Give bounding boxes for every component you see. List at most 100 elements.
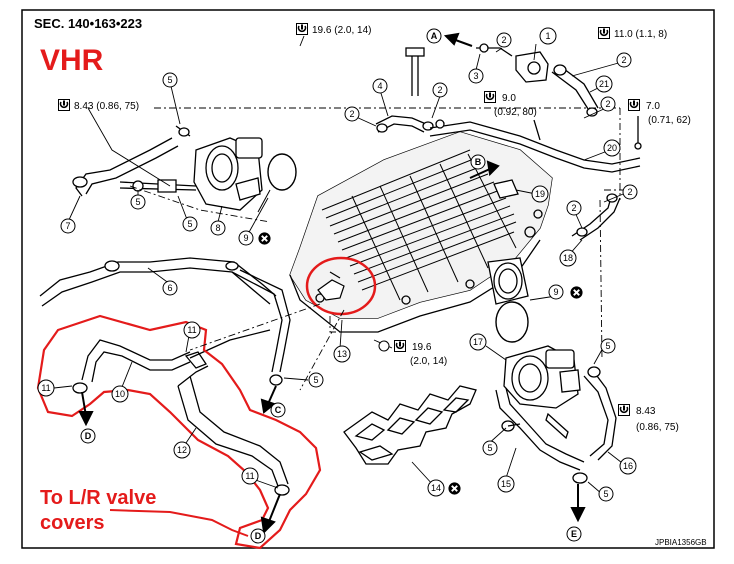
svg-text:C: C [275, 405, 282, 415]
annotation-line-2: covers [40, 512, 105, 534]
gasket-lower [495, 301, 529, 343]
section-label: SEC. 140•163•223 [34, 16, 143, 31]
do-not-reuse-icon [258, 232, 271, 245]
torque-spec-7: 8.43 (0.86, 75) [618, 404, 679, 433]
callout-2: 2 [496, 32, 512, 48]
torque-value: 19.6 (2.0, 14) [312, 25, 371, 36]
svg-text:5: 5 [135, 197, 140, 207]
svg-text:9: 9 [243, 233, 248, 243]
gasket-upper [267, 153, 297, 191]
callout-2: 2 [344, 106, 360, 122]
svg-text:8.43 (0.86, 75): 8.43 (0.86, 75) [74, 101, 139, 112]
callout-5: 5 [182, 216, 198, 232]
svg-text:(2.0, 14): (2.0, 14) [410, 356, 447, 367]
svg-text:5: 5 [603, 489, 608, 499]
svg-text:8.43: 8.43 [636, 406, 656, 417]
svg-text:2: 2 [571, 203, 576, 213]
callout-2: 2 [600, 96, 616, 112]
callout-2: 2 [616, 52, 632, 68]
connector-d: D [250, 528, 266, 544]
svg-text:5: 5 [187, 219, 192, 229]
callout-9: 9 [238, 230, 254, 246]
callout-8: 8 [210, 220, 226, 236]
callout-6: 6 [162, 280, 178, 296]
callout-1: 1 [539, 27, 557, 45]
highlight-circle [305, 256, 377, 316]
callout-5: 5 [600, 338, 616, 354]
callout-20: 20 [603, 139, 621, 157]
svg-text:11: 11 [187, 325, 196, 335]
do-not-reuse-icon [570, 286, 583, 299]
svg-text:1: 1 [545, 31, 550, 41]
callout-7: 7 [60, 218, 76, 234]
callout-16: 16 [619, 457, 637, 475]
annotation-note: To L/R valve covers [40, 486, 156, 536]
manifold-outlet [487, 257, 529, 305]
torque-spec-4: 9.0 (0.92, 80) [484, 91, 537, 118]
callout-14: 14 [427, 479, 445, 497]
callout-15: 15 [497, 475, 515, 493]
annotation-line-1: To L/R valve [40, 487, 157, 509]
svg-text:18: 18 [563, 253, 573, 263]
svg-text:5: 5 [605, 341, 610, 351]
connector-e: E [566, 526, 582, 542]
svg-text:12: 12 [177, 445, 187, 455]
connector-d: D [80, 428, 96, 444]
figure-border [21, 9, 715, 549]
svg-text:2: 2 [437, 85, 442, 95]
callout-9: 9 [548, 284, 564, 300]
callout-21: 21 [595, 75, 613, 93]
callout-12: 12 [173, 441, 191, 459]
svg-text:2: 2 [349, 109, 354, 119]
svg-text:5: 5 [313, 375, 318, 385]
svg-text:15: 15 [501, 479, 511, 489]
callout-19: 19 [531, 185, 549, 203]
callout-5: 5 [162, 72, 178, 88]
svg-text:(0.92, 80): (0.92, 80) [494, 107, 537, 118]
svg-text:2: 2 [605, 99, 610, 109]
svg-text:7.0: 7.0 [646, 101, 660, 112]
callout-11: 11 [183, 321, 201, 339]
svg-text:21: 21 [599, 79, 609, 89]
svg-text:17: 17 [473, 337, 483, 347]
svg-text:20: 20 [607, 143, 617, 153]
torque-spec-6: 19.6 (2.0, 14) [378, 340, 447, 367]
svg-text:9: 9 [553, 287, 558, 297]
svg-text:2: 2 [627, 187, 632, 197]
callout-2: 2 [566, 200, 582, 216]
callout-5: 5 [130, 194, 146, 210]
direction-arrows [78, 32, 586, 535]
intake-manifold [289, 131, 553, 333]
svg-text:E: E [571, 529, 577, 539]
callout-3: 3 [468, 68, 484, 84]
svg-text:3: 3 [473, 71, 478, 81]
svg-text:14: 14 [431, 483, 441, 493]
svg-text:9.0: 9.0 [502, 93, 516, 104]
callout-13: 13 [333, 345, 351, 363]
engine-label: VHR [40, 44, 104, 77]
connector-a: A [426, 28, 442, 44]
callout-2: 2 [622, 184, 638, 200]
callout-11: 11 [241, 467, 259, 485]
svg-text:5: 5 [487, 443, 492, 453]
svg-text:2: 2 [501, 35, 506, 45]
callout-18: 18 [559, 249, 577, 267]
svg-text:7: 7 [65, 221, 70, 231]
svg-text:16: 16 [623, 461, 633, 471]
callout-11: 11 [37, 379, 55, 397]
svg-text:4: 4 [377, 81, 382, 91]
throttle-body-right [503, 345, 581, 409]
callout-5: 5 [482, 440, 498, 456]
torque-spec-1: 19.6 (2.0, 14) [296, 23, 371, 36]
svg-text:5: 5 [167, 75, 172, 85]
svg-text:13: 13 [337, 349, 347, 359]
figure-code: JPBIA1356GB [655, 538, 707, 547]
callout-10: 10 [111, 385, 129, 403]
svg-text:10: 10 [115, 389, 125, 399]
callout-17: 17 [469, 333, 487, 351]
svg-text:11: 11 [41, 383, 50, 393]
callout-5: 5 [598, 486, 614, 502]
callout-4: 4 [372, 78, 388, 94]
